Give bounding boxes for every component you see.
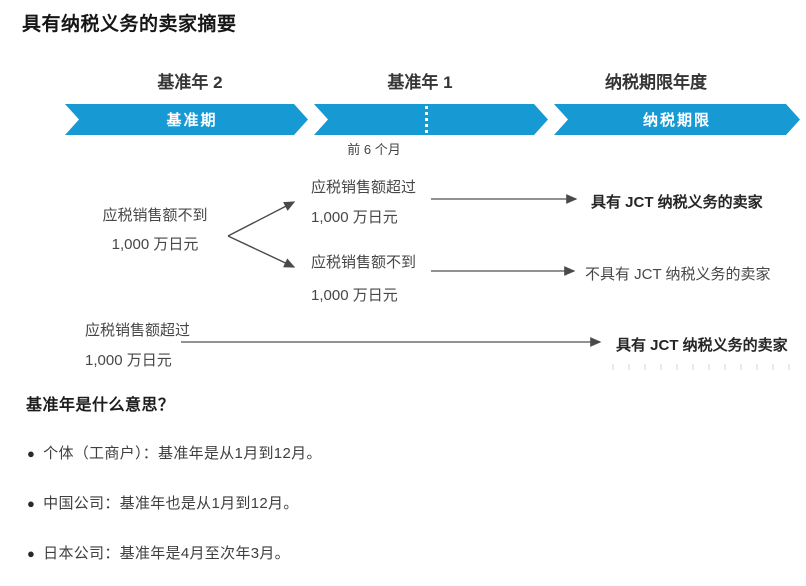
flow-node-line: 应税销售额超过 xyxy=(311,179,417,196)
bullet-icon: ● xyxy=(27,546,36,561)
flow-node-line: 应税销售额不到 xyxy=(311,254,417,271)
flow-node-base-under-10m: 应税销售额不到 1,000 万日元 xyxy=(75,201,235,259)
result-liable-seller-bottom: 具有 JCT 纳税义务的卖家 xyxy=(616,337,788,354)
qa-bullet-chinese-company: ● 中国公司：基准年也是从1月到12月。 xyxy=(27,492,299,513)
qa-bullet-individual: ● 个体（工商户）：基准年是从1月到12月。 xyxy=(27,442,322,463)
timeline-header-base-year-2: 基准年 2 xyxy=(157,73,223,92)
flow-node-line: 应税销售额不到 xyxy=(102,207,208,224)
result-liable-seller-top: 具有 JCT 纳税义务的卖家 xyxy=(591,194,763,211)
qa-bullet-text: 个体（工商户）：基准年是从1月到12月。 xyxy=(43,445,322,462)
timeline-sublabel-first-6-months: 前 6 个月 xyxy=(347,142,401,157)
dotted-divider-line xyxy=(425,106,428,133)
result-not-liable-seller: 不具有 JCT 纳税义务的卖家 xyxy=(585,266,771,283)
flow-node-line: 1,000 万日元 xyxy=(311,209,398,226)
flow-node-line: 1,000 万日元 xyxy=(111,236,199,253)
qa-heading: 基准年是什么意思？ xyxy=(26,397,175,414)
flow-node-bottom-over-10m: 应税销售额超过 1,000 万日元 xyxy=(85,316,190,376)
flow-node-line: 应税销售额超过 xyxy=(85,322,191,339)
flow-node-line: 1,000 万日元 xyxy=(85,352,172,369)
qa-bullet-text: 日本公司：基准年是4月至次年3月。 xyxy=(43,545,290,562)
page-title: 具有纳税义务的卖家摘要 xyxy=(22,14,237,35)
qa-bullet-japanese-company: ● 日本公司：基准年是4月至次年3月。 xyxy=(27,542,290,563)
timeline-banner-tax-period: 纳税期限 xyxy=(554,104,800,135)
flow-node-branch-over-10m: 应税销售额超过 1,000 万日元 xyxy=(311,173,416,233)
bullet-icon: ● xyxy=(27,446,36,461)
flow-node-line: 1,000 万日元 xyxy=(311,287,398,304)
bullet-icon: ● xyxy=(27,496,36,511)
timeline-header-base-year-1: 基准年 1 xyxy=(387,73,453,92)
timeline-banner-middle xyxy=(314,104,548,135)
timeline-header-tax-period-year: 纳税期限年度 xyxy=(605,73,707,92)
timeline-banner-base-period: 基准期 xyxy=(76,104,308,135)
flow-node-branch-under-10m: 应税销售额不到 1,000 万日元 xyxy=(311,246,416,312)
faint-watermark xyxy=(612,364,794,370)
qa-bullet-text: 中国公司：基准年也是从1月到12月。 xyxy=(43,495,299,512)
